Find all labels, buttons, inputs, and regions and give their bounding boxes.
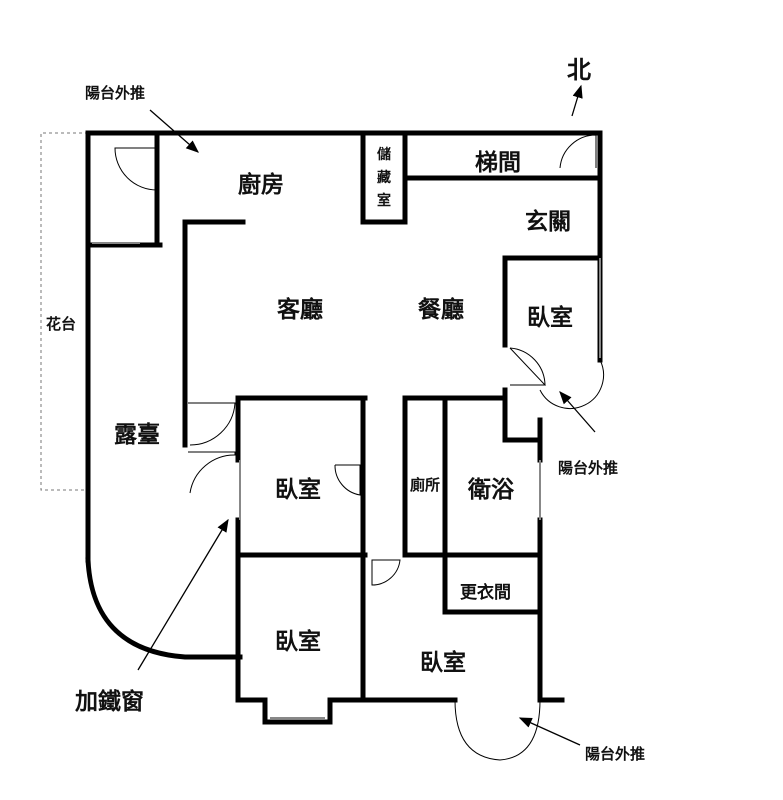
room-terrace: 露臺 [114, 422, 160, 448]
room-dining: 餐廳 [418, 297, 464, 323]
room-bedroom-lower-left: 臥室 [275, 629, 321, 655]
room-bedroom-middle: 臥室 [275, 477, 321, 503]
room-bedroom-lower-right: 臥室 [420, 650, 466, 676]
doors [114, 134, 605, 761]
storage-char-3: 室 [377, 193, 391, 209]
room-storage: 儲 藏 室 [375, 144, 393, 213]
annotation-balcony-right: 陽台外推 [558, 459, 619, 477]
annotation-iron-window: 加鐵窗 [75, 689, 144, 715]
room-living: 客廳 [277, 297, 323, 323]
windows [92, 242, 601, 719]
room-bedroom-upper-right: 臥室 [527, 305, 573, 331]
annotation-balcony-bottom: 陽台外推 [585, 745, 646, 763]
sliding-doors [361, 158, 510, 690]
walls [85, 130, 603, 725]
room-toilet: 廁所 [410, 476, 441, 494]
annotation-balcony-top-left: 陽台外推 [85, 84, 146, 102]
storage-char-2: 藏 [377, 170, 391, 186]
north-label: 北 [567, 56, 591, 84]
room-kitchen: 廚房 [238, 172, 284, 198]
room-bathroom: 衛浴 [468, 477, 514, 503]
room-stairwell: 梯間 [475, 150, 521, 176]
annotation-arrows [137, 84, 596, 746]
annotation-planter: 花台 [46, 315, 77, 333]
planter-outline [40, 132, 88, 491]
room-entrance: 玄關 [525, 209, 571, 235]
storage-char-1: 儲 [377, 147, 391, 163]
room-dressing: 更衣間 [460, 583, 511, 603]
